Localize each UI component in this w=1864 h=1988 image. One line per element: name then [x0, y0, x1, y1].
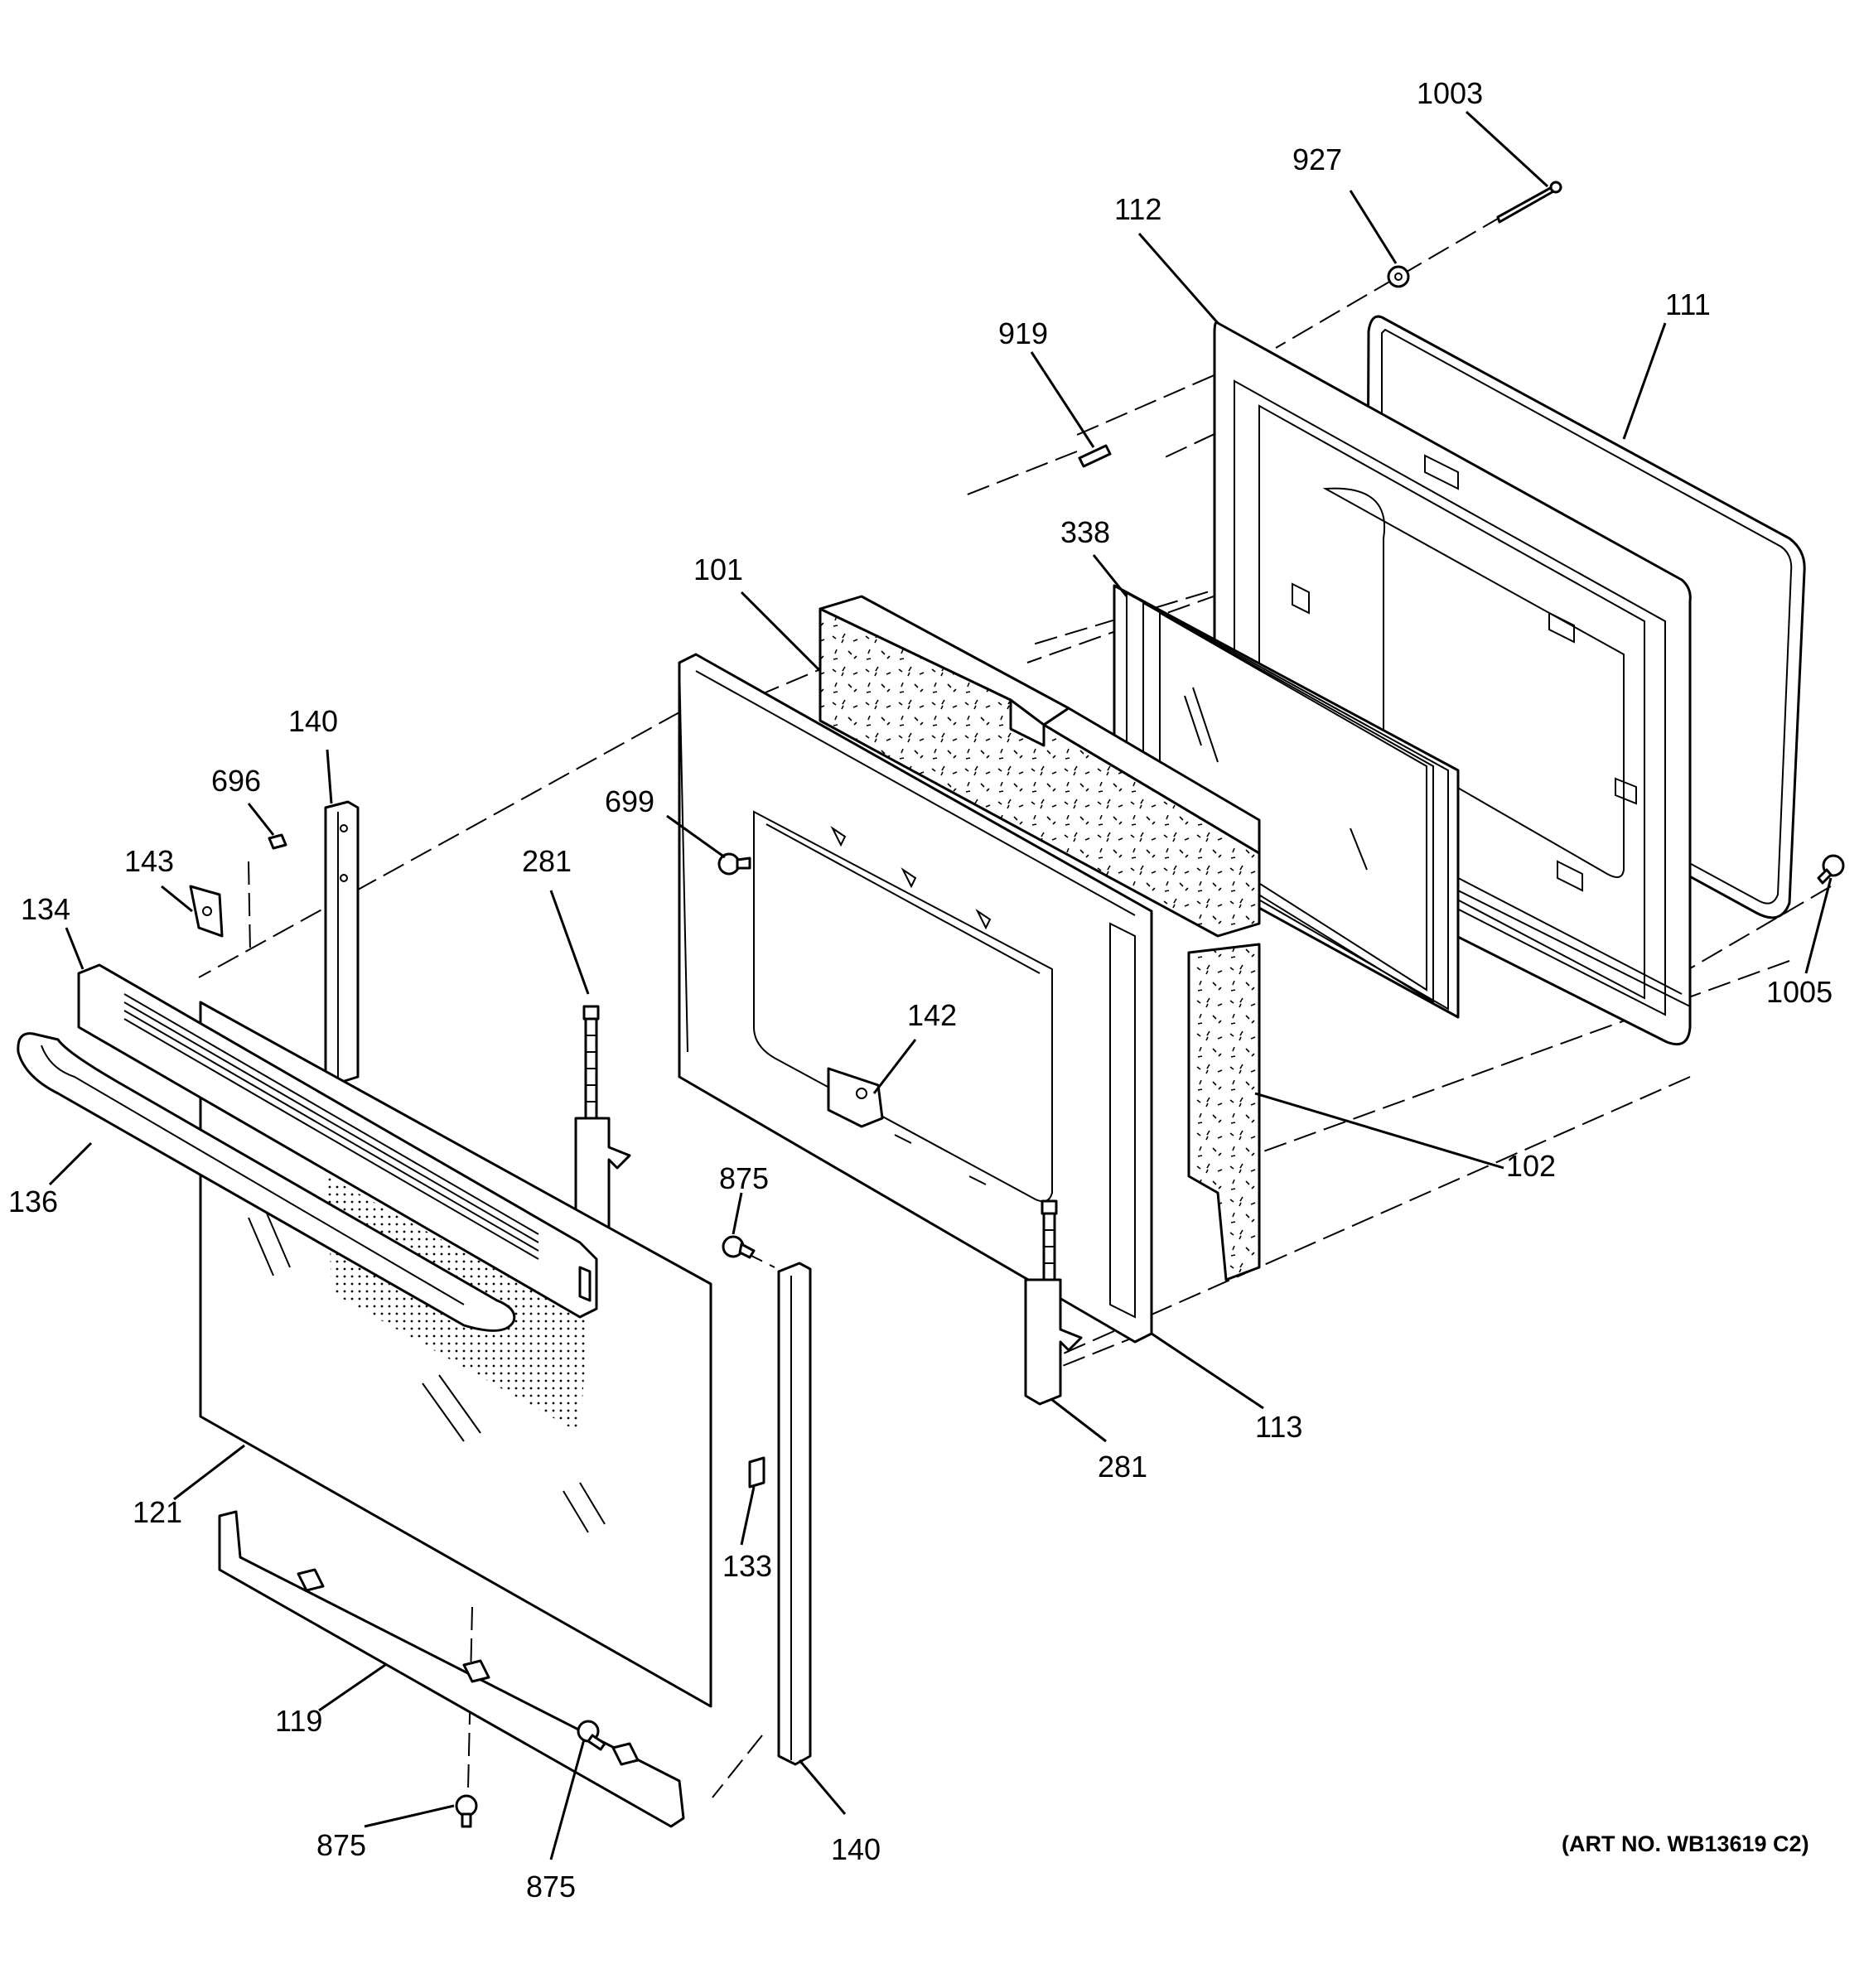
callout-696: 696: [211, 764, 261, 798]
callout-281-left: 281: [522, 844, 572, 878]
callout-142: 142: [907, 998, 957, 1032]
callout-133: 133: [722, 1549, 772, 1583]
screw-699: [717, 852, 751, 876]
spacer-919: [1078, 444, 1112, 468]
callout-919: 919: [998, 316, 1048, 350]
washer-927: [1387, 265, 1410, 288]
callout-140-upper: 140: [288, 704, 338, 738]
art-number: (ART NO. WB13619 C2): [1562, 1831, 1809, 1856]
callout-labels: 1003 927 112 111 919 338 101 140 696 699…: [8, 76, 1833, 1904]
callout-875-bottom-left: 875: [316, 1828, 366, 1862]
side-rail-140-upper: [324, 800, 360, 1087]
screw-875-bottom-mid: [577, 1720, 606, 1751]
side-rail-140-lower: [777, 1262, 812, 1766]
bumper-133: [748, 1456, 765, 1489]
callout-927: 927: [1292, 142, 1342, 176]
callout-875-upper: 875: [719, 1161, 769, 1195]
callout-112: 112: [1114, 192, 1161, 226]
callout-101: 101: [693, 552, 743, 586]
bracket-142: [827, 1067, 884, 1128]
bottom-trim-119: [218, 1510, 685, 1828]
hinge-281-right: [1024, 1199, 1083, 1406]
callout-1005: 1005: [1766, 975, 1833, 1009]
callout-140-lower: 140: [831, 1832, 881, 1866]
leader-lines: [48, 110, 1833, 1860]
door-liner-113: [678, 653, 1153, 1344]
screw-875-upper: [722, 1235, 756, 1259]
callout-102: 102: [1506, 1149, 1556, 1183]
screw-696: [268, 833, 287, 850]
callout-875-bottom-mid: 875: [526, 1870, 576, 1904]
insulation-101: [819, 595, 1261, 1281]
receptacle-143: [189, 885, 224, 938]
screw-1005: [1817, 854, 1845, 885]
door-handle-136: [17, 1032, 516, 1332]
callout-136: 136: [8, 1185, 58, 1218]
callout-1003: 1003: [1417, 76, 1483, 110]
callout-111: 111: [1665, 287, 1711, 321]
callout-143: 143: [124, 844, 174, 878]
callout-699: 699: [605, 784, 654, 818]
window-pack-338: [1113, 584, 1460, 1019]
hinge-281-left: [574, 1005, 631, 1244]
callout-119: 119: [275, 1704, 322, 1738]
screw-1003: [1496, 181, 1562, 224]
callout-338: 338: [1060, 515, 1110, 549]
vent-trim-134: [77, 963, 598, 1319]
screw-875-bottom-left: [455, 1794, 478, 1828]
callout-121: 121: [133, 1495, 182, 1529]
callout-134: 134: [21, 892, 70, 926]
callout-281-right: 281: [1098, 1450, 1147, 1484]
callout-113: 113: [1255, 1410, 1302, 1444]
